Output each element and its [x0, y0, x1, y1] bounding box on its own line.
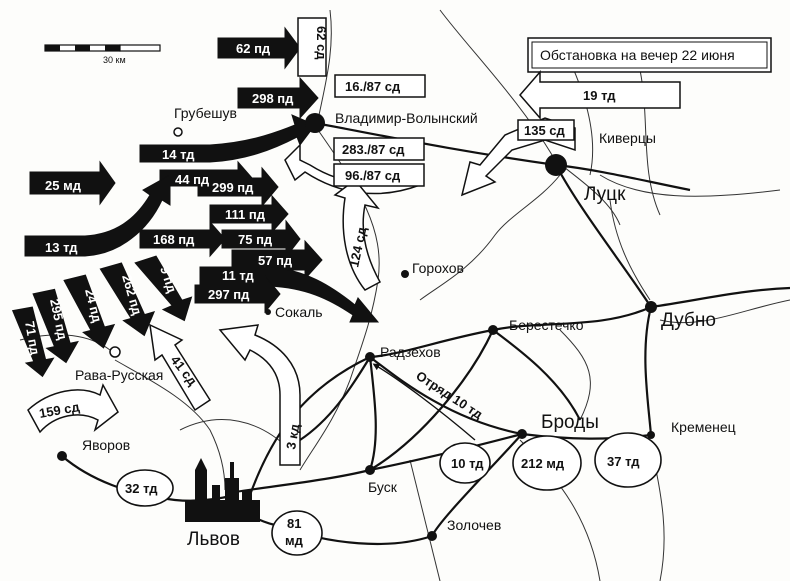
arrow-124-sd — [333, 178, 382, 291]
city-dubno: Дубно — [661, 310, 716, 331]
city-rava: Рава-Русская — [75, 367, 163, 383]
arrow-9-pd — [134, 255, 193, 322]
label-10-td: 10 тд — [451, 456, 484, 471]
otryad-arrow — [372, 363, 476, 441]
soviet-boxes — [297, 17, 575, 187]
label-3-kd: 3 кд — [283, 422, 302, 451]
label-81: 81 — [287, 516, 301, 531]
city-lutsk: Луцк — [584, 184, 626, 205]
label-62-sd: 62 сд — [314, 26, 329, 60]
arrow-13-td — [24, 174, 171, 257]
label-159-sd: 159 сд — [38, 399, 82, 421]
arrow-159-sd — [27, 383, 119, 434]
arrow-111-pd — [209, 194, 289, 234]
city-gorokhov: Горохов — [412, 260, 464, 276]
city-yavorov: Яворов — [82, 437, 130, 453]
label-13-td: 13 тд — [45, 240, 78, 255]
label-19-td: 19 тд — [583, 88, 616, 103]
arrow-11-td — [199, 266, 380, 323]
arrow-62-pd — [217, 26, 301, 70]
arrow-25-md — [29, 160, 116, 206]
arrow-41-sd — [149, 323, 212, 412]
label-37-td: 37 тд — [607, 454, 640, 469]
city-vladimir: Владимир-Волынский — [335, 110, 478, 126]
arrow-3-kd — [218, 324, 301, 466]
city-markers — [57, 113, 657, 541]
label-299-pd: 299 пд — [212, 180, 254, 195]
arrow-19-td — [519, 69, 681, 121]
label-168-pd: 168 пд — [153, 232, 195, 247]
lvov-skyline — [185, 458, 260, 522]
label-32-td: 32 тд — [125, 481, 158, 496]
label-25-md: 25 мд — [45, 178, 82, 193]
city-busk: Буск — [368, 479, 398, 495]
city-labels: Грубешув Владимир-Волынский Киверцы Луцк… — [75, 105, 736, 550]
label-57-pd: 57 пд — [258, 253, 293, 268]
label-14-td: 14 тд — [162, 147, 195, 162]
city-brody: Броды — [541, 412, 599, 433]
label-11-td: 11 тд — [222, 268, 255, 283]
label-md: мд — [285, 533, 304, 548]
label-16-87-sd: 16./87 сд — [345, 79, 401, 94]
label-96-87-sd: 96./87 сд — [345, 168, 401, 183]
map-title: Обстановка на вечер 22 июня — [540, 47, 735, 63]
label-75-pd: 75 пд — [238, 232, 273, 247]
label-283-87-sd: 283./87 сд — [342, 142, 405, 157]
city-sokal: Сокаль — [275, 304, 323, 320]
german-arrows — [11, 26, 380, 378]
city-kremenets: Кременец — [671, 419, 736, 435]
city-lvov: Львов — [187, 529, 240, 550]
city-grubeshuv: Грубешув — [174, 105, 237, 121]
arrow-298-pd — [237, 76, 319, 120]
label-135-sd: 135 сд — [524, 123, 566, 138]
label-298-pd: 298 пд — [252, 91, 294, 106]
arrow-297-pd — [194, 274, 281, 314]
city-berestechko: Берестечко — [509, 317, 584, 333]
label-62-pd: 62 пд — [236, 41, 271, 56]
arrow-262-pd — [99, 262, 156, 337]
soviet-ellipses — [116, 432, 662, 556]
scale-bar: 30 км — [44, 44, 161, 65]
arrow-24-pd — [63, 274, 116, 349]
city-zolochev: Золочев — [447, 517, 501, 533]
label-297-pd: 297 пд — [208, 287, 250, 302]
label-71-pd: 71 пд — [22, 320, 43, 357]
label-44-pd: 44 пд — [175, 172, 210, 187]
arrow-75-pd — [221, 219, 301, 259]
scale-label: 30 км — [103, 55, 126, 65]
arrow-71-pd — [11, 306, 55, 378]
arrow-295-pd — [32, 288, 79, 364]
label-212-md: 212 мд — [521, 456, 565, 471]
city-kivertsy: Киверцы — [599, 130, 656, 146]
city-radzekhov: Радзехов — [380, 344, 441, 360]
label-111-pd: 111 пд — [225, 207, 266, 222]
arrow-168-pd — [139, 220, 226, 258]
arrow-14-td — [139, 114, 316, 163]
title-box: Обстановка на вечер 22 июня — [527, 37, 772, 73]
arrow-299-pd — [197, 166, 279, 208]
